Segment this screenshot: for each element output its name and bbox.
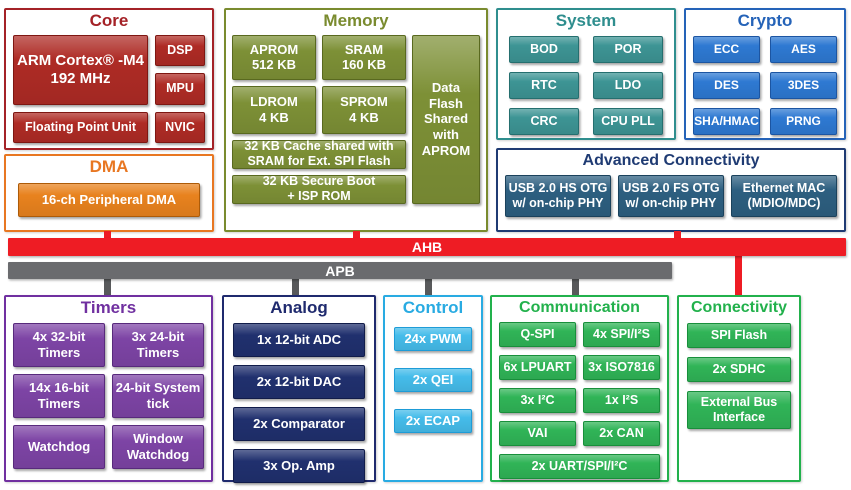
system-blocks: BOD POR RTC LDO CRC CPU PLL — [498, 34, 674, 137]
advanced-connectivity-blocks: USB 2.0 HS OTG w/ on-chip PHY USB 2.0 FS… — [498, 173, 844, 219]
block-systick: 24-bit System tick — [112, 373, 204, 418]
block-i2s: 1x I²S — [583, 387, 660, 413]
block-spi-flash: SPI Flash — [687, 322, 791, 348]
apb-bus: APB — [8, 262, 672, 279]
control-blocks: 24x PWM 2x QEI 2x ECAP — [385, 321, 481, 439]
control-title: Control — [402, 298, 464, 317]
section-dma: DMA 16-ch Peripheral DMA — [4, 154, 214, 232]
connector-apb-control — [425, 278, 432, 295]
block-op-amp: 3x Op. Amp — [233, 448, 365, 483]
block-sha-hmac: SHA/HMAC — [693, 107, 760, 135]
block-usb-fs-otg: USB 2.0 FS OTG w/ on-chip PHY — [618, 174, 724, 217]
connector-dma-ahb — [104, 231, 111, 238]
block-24bit-timers: 3x 24-bit Timers — [112, 322, 204, 367]
ahb-bus: AHB — [8, 238, 846, 256]
block-fpu: Floating Point Unit — [13, 111, 148, 143]
block-dsp: DSP — [155, 34, 205, 67]
block-3des: 3DES — [770, 71, 837, 99]
communication-blocks: Q-SPI 4x SPI/I²S 6x LPUART 3x ISO7816 3x… — [492, 320, 667, 481]
block-vai: VAI — [499, 420, 576, 446]
block-qspi: Q-SPI — [499, 321, 576, 347]
block-nvic: NVIC — [155, 111, 205, 143]
block-lpuart: 6x LPUART — [499, 354, 576, 380]
section-communication: Communication Q-SPI 4x SPI/I²S 6x LPUART… — [490, 295, 669, 482]
block-ecc: ECC — [693, 35, 760, 63]
dma-title: DMA — [89, 157, 129, 176]
ahb-bus-label: AHB — [411, 239, 443, 255]
section-crypto: Crypto ECC AES DES 3DES SHA/HMAC PRNG — [684, 8, 846, 140]
memory-blocks: APROM 512 KB SRAM 160 KB Data Flash Shar… — [226, 34, 486, 205]
connector-memory-ahb — [353, 231, 360, 238]
block-dac: 2x 12-bit DAC — [233, 364, 365, 399]
block-iso7816: 3x ISO7816 — [583, 354, 660, 380]
block-prng: PRNG — [770, 107, 837, 135]
connector-ahb-connectivity — [735, 255, 742, 295]
analog-title: Analog — [270, 298, 328, 317]
block-des: DES — [693, 71, 760, 99]
block-i2c: 3x I²C — [499, 387, 576, 413]
block-16bit-timers: 14x 16-bit Timers — [13, 373, 105, 418]
block-usb-hs-otg: USB 2.0 HS OTG w/ on-chip PHY — [505, 174, 611, 217]
apb-bus-label: APB — [325, 262, 355, 279]
block-rtc: RTC — [509, 71, 579, 99]
memory-title: Memory — [323, 11, 389, 30]
block-sprom: SPROM 4 KB — [322, 85, 406, 134]
connector-apb-analog — [292, 278, 299, 295]
core-title: Core — [89, 11, 129, 30]
block-32bit-timers: 4x 32-bit Timers — [13, 322, 105, 367]
section-connectivity: Connectivity SPI Flash 2x SDHC External … — [677, 295, 801, 482]
block-secure-boot-rom: 32 KB Secure Boot + ISP ROM — [232, 174, 406, 204]
block-ethernet-mac: Ethernet MAC (MDIO/MDC) — [731, 174, 837, 217]
block-uart-spi-i2c: 2x UART/SPI/I²C — [499, 453, 660, 479]
block-crc: CRC — [509, 107, 579, 135]
section-core: Core ARM Cortex® -M4 192 MHz DSP MPU Flo… — [4, 8, 214, 150]
block-data-flash: Data Flash Shared with APROM — [412, 34, 480, 204]
dma-blocks: 16-ch Peripheral DMA — [6, 180, 212, 220]
advanced-connectivity-title: Advanced Connectivity — [582, 152, 760, 169]
block-sdhc: 2x SDHC — [687, 356, 791, 382]
block-adc: 1x 12-bit ADC — [233, 322, 365, 357]
block-ldo: LDO — [593, 71, 663, 99]
core-blocks: ARM Cortex® -M4 192 MHz DSP MPU Floating… — [6, 34, 212, 144]
section-timers: Timers 4x 32-bit Timers 3x 24-bit Timers… — [4, 295, 213, 482]
block-watchdog: Watchdog — [13, 424, 105, 469]
block-ecap: 2x ECAP — [394, 408, 472, 433]
section-memory: Memory APROM 512 KB SRAM 160 KB Data Fla… — [224, 8, 488, 232]
section-control: Control 24x PWM 2x QEI 2x ECAP — [383, 295, 483, 482]
section-advanced-connectivity: Advanced Connectivity USB 2.0 HS OTG w/ … — [496, 148, 846, 232]
crypto-title: Crypto — [737, 11, 793, 30]
communication-title: Communication — [519, 299, 640, 316]
block-cache: 32 KB Cache shared with SRAM for Ext. SP… — [232, 139, 406, 169]
block-pwm: 24x PWM — [394, 326, 472, 351]
block-aprom: APROM 512 KB — [232, 34, 316, 80]
timers-blocks: 4x 32-bit Timers 3x 24-bit Timers 14x 16… — [6, 321, 211, 471]
connector-advconn-ahb — [674, 231, 681, 238]
block-qei: 2x QEI — [394, 367, 472, 392]
connectivity-blocks: SPI Flash 2x SDHC External Bus Interface — [679, 320, 799, 432]
block-mpu: MPU — [155, 73, 205, 105]
block-can: 2x CAN — [583, 420, 660, 446]
block-comparator: 2x Comparator — [233, 406, 365, 441]
timers-title: Timers — [80, 298, 137, 317]
block-window-watchdog: Window Watchdog — [112, 424, 204, 469]
block-bod: BOD — [509, 35, 579, 63]
core-side-stack: DSP MPU — [155, 34, 205, 105]
section-system: System BOD POR RTC LDO CRC CPU PLL — [496, 8, 676, 140]
connectivity-title: Connectivity — [690, 299, 787, 316]
block-ldrom: LDROM 4 KB — [232, 85, 316, 134]
block-sram: SRAM 160 KB — [322, 34, 406, 80]
block-spi-i2s: 4x SPI/I²S — [583, 321, 660, 347]
section-analog: Analog 1x 12-bit ADC 2x 12-bit DAC 2x Co… — [222, 295, 376, 485]
system-title: System — [555, 11, 617, 30]
block-external-bus-interface: External Bus Interface — [687, 390, 791, 429]
block-peripheral-dma: 16-ch Peripheral DMA — [18, 182, 200, 217]
block-aes: AES — [770, 35, 837, 63]
analog-blocks: 1x 12-bit ADC 2x 12-bit DAC 2x Comparato… — [224, 321, 374, 485]
block-cpu-pll: CPU PLL — [593, 107, 663, 135]
block-por: POR — [593, 35, 663, 63]
block-arm-cortex-m4: ARM Cortex® -M4 192 MHz — [13, 34, 148, 105]
crypto-blocks: ECC AES DES 3DES SHA/HMAC PRNG — [686, 34, 844, 137]
connector-apb-communication — [572, 278, 579, 295]
connector-apb-timers — [104, 278, 111, 295]
